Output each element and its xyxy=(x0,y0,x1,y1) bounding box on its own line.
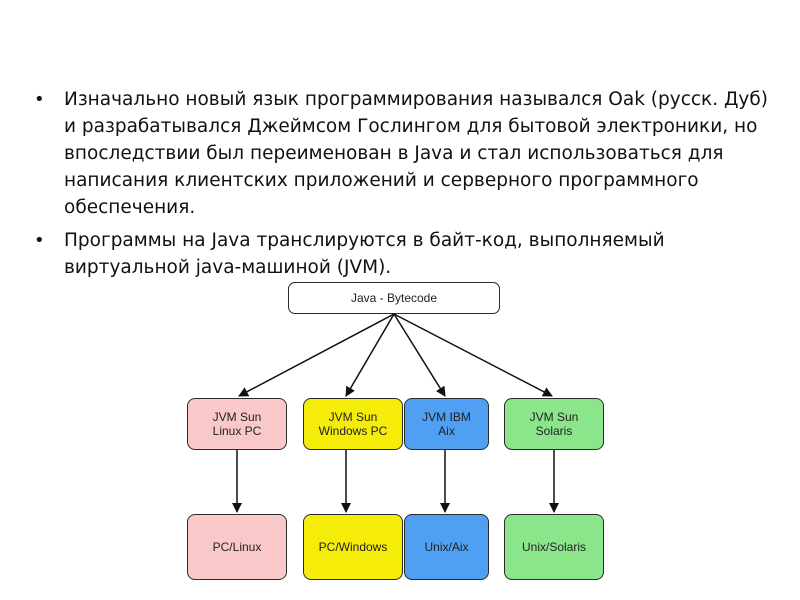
platform-node-unix-aix: Unix/Aix xyxy=(404,514,489,580)
arrow-root-to-jvm-solaris xyxy=(393,313,553,397)
arrow-root-to-jvm-aix xyxy=(393,313,446,397)
bytecode-node: Java - Bytecode xyxy=(288,282,500,314)
jvm-node-aix: JVM IBM Aix xyxy=(404,398,489,450)
platform-node-pc-windows: PC/Windows xyxy=(303,514,403,580)
jvm-node-linux: JVM Sun Linux PC xyxy=(187,398,287,450)
bullet-marker: • xyxy=(34,89,45,110)
bullet-text: Изначально новый язык программирования н… xyxy=(64,89,769,218)
arrow-root-to-jvm-windows xyxy=(345,313,395,397)
bullet-text: Программы на Java транслируются в байт-к… xyxy=(64,230,665,278)
arrow-root-to-jvm-linux xyxy=(238,313,395,397)
jvm-node-solaris: JVM Sun Solaris xyxy=(504,398,604,450)
bullet-item: • Изначально новый язык программирования… xyxy=(34,86,784,221)
platform-node-unix-solaris: Unix/Solaris xyxy=(504,514,604,580)
bullet-marker: • xyxy=(34,230,45,251)
bullet-list: • Изначально новый язык программирования… xyxy=(34,86,784,287)
jvm-node-windows: JVM Sun Windows PC xyxy=(303,398,403,450)
platform-node-pc-linux: PC/Linux xyxy=(187,514,287,580)
bullet-item: • Программы на Java транслируются в байт… xyxy=(34,227,784,281)
